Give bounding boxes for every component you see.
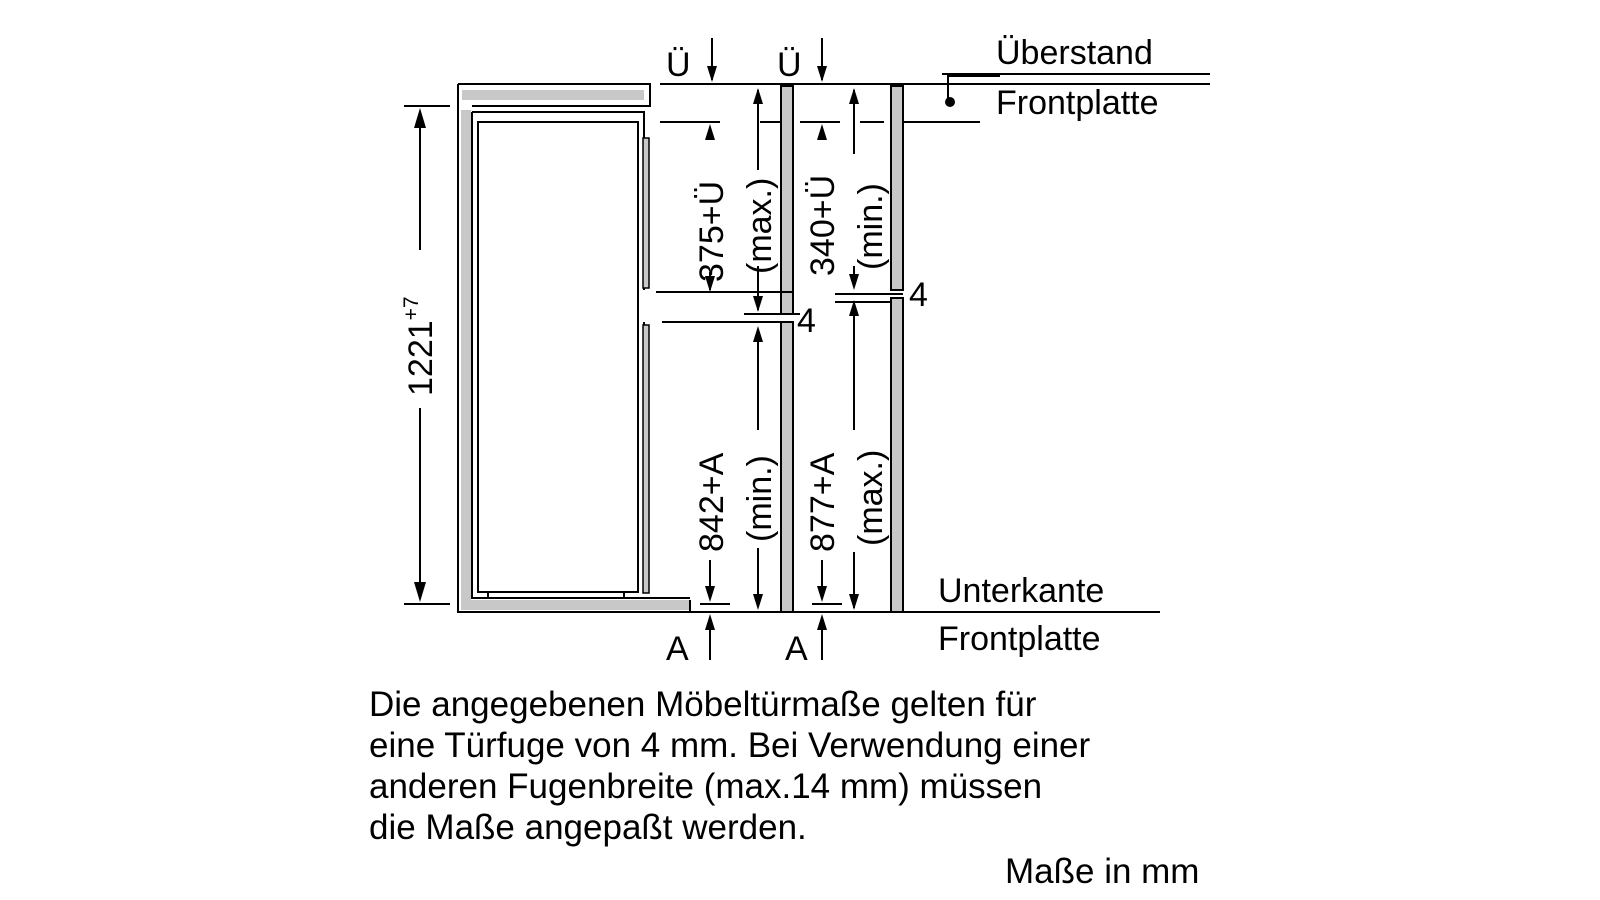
appliance-outline: [457, 83, 691, 613]
top-reference-lines: [660, 75, 1210, 613]
note-line-4: die Maße angepaßt werden.: [369, 808, 807, 847]
bottom-marker-2: A: [785, 614, 827, 668]
dim-upper-left-value: 375+Ü: [693, 181, 731, 282]
door-gap-right: [835, 293, 903, 303]
dim-lower-left-value: 842+A: [693, 452, 731, 552]
door-gap-left: [656, 291, 800, 323]
svg-text:Ü: Ü: [666, 46, 691, 84]
dim-upper-right-qualifier: (min.): [852, 183, 890, 270]
note-line-3: anderen Fugenbreite (max.14 mm) müssen: [369, 767, 1043, 806]
units-label: Maße in mm: [1005, 852, 1200, 891]
dim-upper-left-qualifier: (max.): [741, 178, 779, 274]
overhang-reference-dot: [945, 97, 955, 107]
dim-upper-right-lines: [817, 88, 859, 290]
dim-lower-left-qualifier: (min.): [741, 455, 779, 542]
gap-right-label: 4: [909, 276, 928, 314]
total-height-label: 1221+7: [400, 296, 440, 396]
appliance-door-strips: [642, 137, 650, 594]
svg-text:A: A: [785, 630, 808, 668]
note-line-2: eine Türfuge von 4 mm. Bei Verwendung ei…: [369, 726, 1091, 765]
total-height-dimension: [404, 105, 450, 605]
door-panels: [780, 85, 904, 613]
overhang-marker-2: Ü: [777, 38, 827, 84]
lower-edge-subtitle: Frontplatte: [938, 620, 1101, 658]
note-paragraph: Die angegebenen Möbeltürmaße gelten für …: [369, 684, 1269, 848]
gap-left-label: 4: [797, 302, 816, 340]
lower-edge-title: Unterkante: [938, 572, 1104, 610]
dim-lower-left-lines: [700, 326, 763, 610]
dim-lower-right-value: 877+A: [804, 452, 842, 552]
bottom-marker-1: A: [666, 614, 715, 668]
note-line-1: Die angegebenen Möbeltürmaße gelten für: [369, 685, 1037, 724]
dim-lower-right-qualifier: (max.): [852, 450, 890, 546]
dim-lower-right-lines: [812, 300, 859, 610]
svg-text:Ü: Ü: [777, 46, 802, 84]
svg-text:A: A: [666, 630, 689, 668]
overhang-marker-1: Ü: [666, 38, 717, 84]
overhang-subtitle: Frontplatte: [996, 84, 1159, 122]
dim-upper-right-value: 340+Ü: [804, 175, 842, 276]
overhang-title: Überstand: [996, 34, 1153, 72]
dim-upper-left-lines: [705, 88, 763, 312]
